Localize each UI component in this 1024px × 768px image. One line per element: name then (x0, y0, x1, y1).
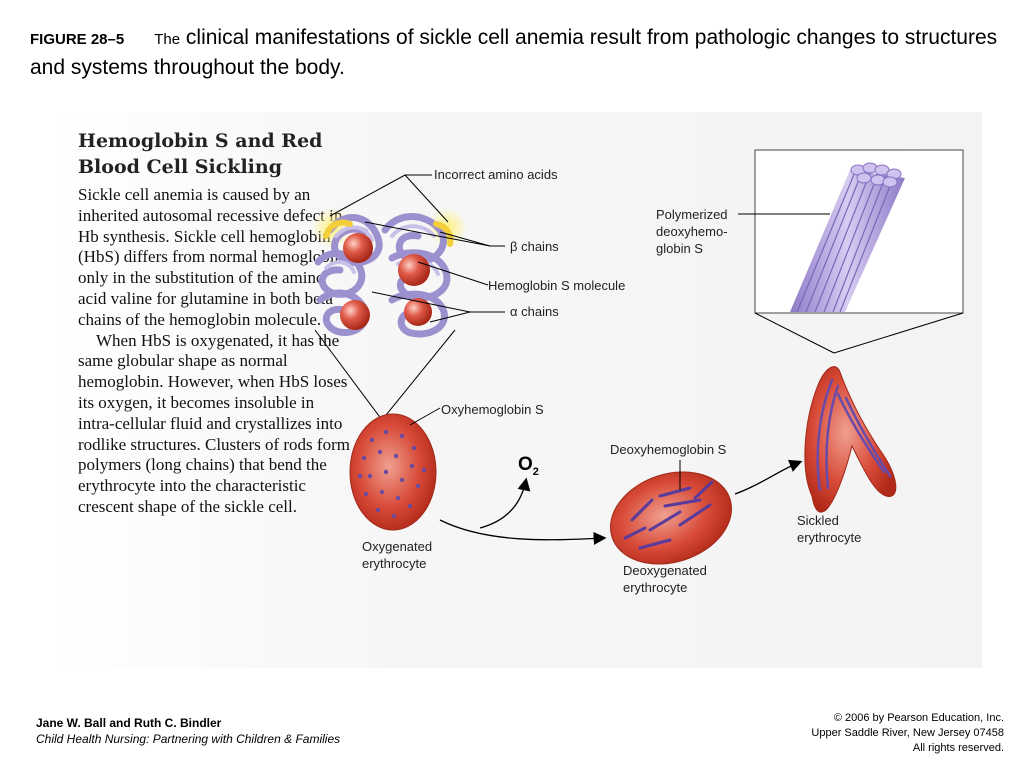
molecule-to-cell-lines (314, 329, 456, 421)
label-o2: O2 (518, 454, 539, 478)
footer-copyright-line: © 2006 by Pearson Education, Inc. (833, 712, 1004, 724)
label-sickled-erythrocyte: Sickled erythrocyte (797, 513, 862, 545)
footer-address: Upper Saddle River, New Jersey 07458 (811, 727, 1004, 739)
arrow-to-deoxygenated (439, 519, 607, 545)
panel-body: Sickle cell anemia is caused by an inher… (78, 185, 353, 518)
hemoglobin-s-molecule (312, 208, 467, 338)
figure-caption: FIGURE 28–5 The clinical manifestations o… (30, 24, 1000, 82)
body-paragraph-2: When HbS is oxygenated, it has the same … (78, 330, 350, 516)
label-deoxygenated-erythrocyte: Deoxygenated erythrocyte (623, 563, 707, 595)
arrow-o2-release (479, 477, 531, 529)
oxygenated-erythrocyte (349, 407, 441, 531)
label-hemoglobin-s-molecule: Hemoglobin S molecule (488, 278, 626, 293)
deoxyhemoglobin-rods (623, 480, 714, 550)
oxyhemoglobin-dots (357, 429, 427, 519)
o2-symbol: O (518, 454, 533, 475)
footer-authors: Jane W. Ball and Ruth C. Bindler (36, 716, 222, 730)
caption-text: clinical manifestations of sickle cell a… (30, 26, 998, 79)
footer-citation: Jane W. Ball and Ruth C. Bindler Child H… (36, 715, 340, 747)
o2-subscript: 2 (532, 465, 539, 478)
deoxygenated-erythrocyte (609, 460, 733, 565)
mutation-highlight-left (323, 219, 353, 239)
body-paragraph-1: Sickle cell anemia is caused by an inher… (78, 185, 344, 329)
sickle-rods (816, 378, 892, 492)
sickled-erythrocyte (804, 366, 897, 513)
molecule-leader-lines (329, 174, 505, 323)
label-polymerized: Polymerized deoxyhemo-globin S (656, 207, 728, 256)
polymer-inset (738, 149, 964, 354)
heme-sphere-2 (398, 254, 430, 286)
label-alpha-chains: α chains (510, 304, 559, 319)
caption-lead: The (154, 31, 181, 48)
label-deoxyhemoglobin-s: Deoxyhemoglobin S (610, 442, 727, 457)
heme-sphere-1 (343, 233, 373, 263)
mutation-highlight-right (433, 221, 454, 247)
label-oxygenated-erythrocyte: Oxygenated erythrocyte (362, 539, 433, 571)
fiber-ends (850, 162, 902, 188)
panel-heading: Hemoglobin S and Red Blood Cell Sickling (78, 130, 323, 178)
label-incorrect-amino-acids: Incorrect amino acids (434, 167, 558, 182)
heme-sphere-3 (340, 300, 370, 330)
fiber-strands (796, 171, 895, 313)
footer-rights: All rights reserved. (912, 742, 1004, 754)
figure-label: FIGURE 28–5 (30, 31, 125, 48)
footer-book-title: Child Health Nursing: Partnering with Ch… (36, 732, 341, 746)
polymer-fiber (790, 162, 905, 313)
arrow-to-sickled (734, 459, 803, 495)
label-oxyhemoglobin-s: Oxyhemoglobin S (441, 402, 544, 417)
label-beta-chains: β chains (510, 239, 559, 254)
heme-sphere-4 (404, 298, 432, 326)
footer-copyright: © 2006 by Pearson Education, Inc. Upper … (811, 711, 1004, 756)
